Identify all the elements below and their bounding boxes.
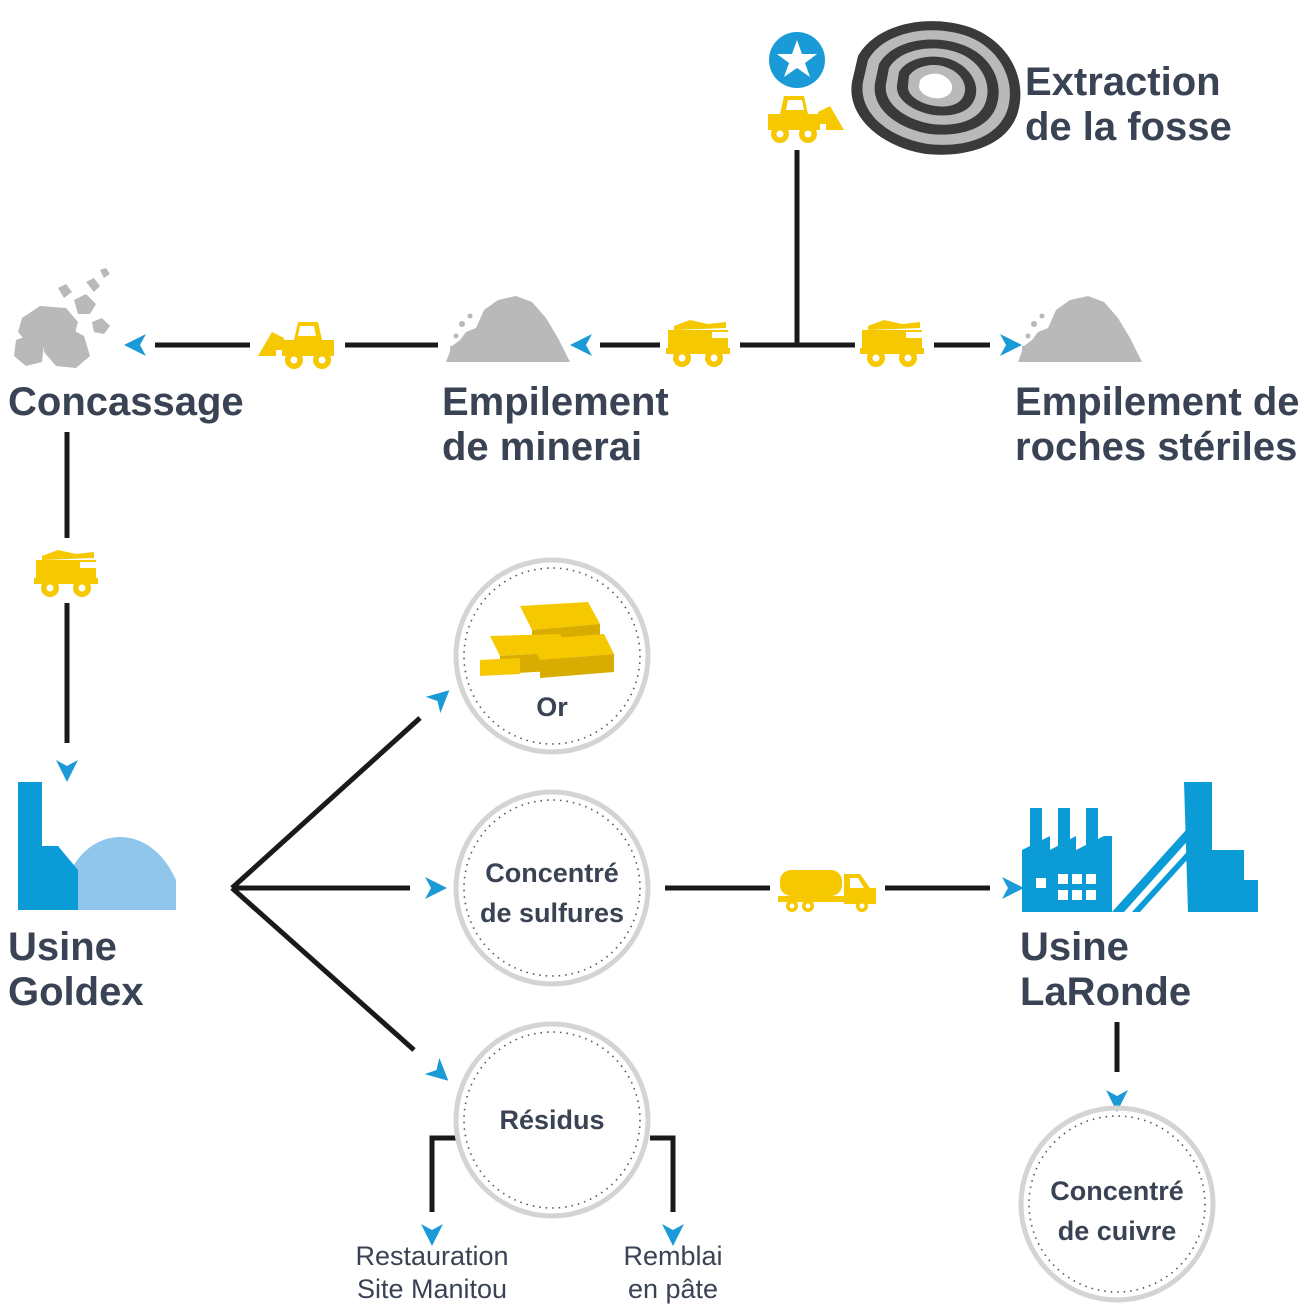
connectors: [64, 150, 1120, 1212]
waste-pile-title-line2: roches stériles: [1015, 425, 1297, 469]
laronde-title-line2: LaRonde: [1020, 970, 1191, 1014]
copper-label-line2: de cuivre: [1058, 1216, 1177, 1246]
mill-icon: [18, 782, 176, 910]
loader-icon: [768, 96, 844, 143]
tanker-icon: [778, 870, 876, 912]
truck-icon: [666, 320, 730, 367]
copper-label-line1: Concentré: [1050, 1176, 1184, 1206]
arrow-down-right-icon: [424, 1057, 456, 1089]
factory-icon: [1022, 782, 1258, 912]
laronde-title-line1: Usine: [1020, 925, 1129, 969]
line-to-residus: [230, 886, 416, 1052]
waste-pile-title-line1: Empilement de: [1015, 380, 1300, 424]
copper-circle: [1018, 1105, 1216, 1303]
crushing-title: Concassage: [8, 380, 244, 424]
goldex-title-line2: Goldex: [8, 970, 144, 1014]
arrow-right-icon: [1002, 877, 1024, 899]
gold-label: Or: [536, 692, 568, 722]
arrow-right-icon: [425, 877, 447, 899]
rock-pile-icon: [1018, 296, 1142, 362]
sulfide-label-line2: de sulfures: [480, 898, 624, 928]
arrow-down-icon: [56, 760, 78, 782]
gold-bars-icon: [480, 602, 614, 678]
arrow-right-icon: [1000, 334, 1022, 356]
line-residus-right: [650, 1135, 676, 1212]
arrow-left-icon: [124, 334, 146, 356]
rock-pile-icon: [446, 296, 570, 362]
sulfide-label-line1: Concentré: [485, 858, 619, 888]
extraction-title-line2: de la fosse: [1025, 105, 1232, 149]
restoration-label-line1: Restauration: [355, 1241, 508, 1271]
tailings-label: Résidus: [499, 1105, 604, 1135]
star-icon: [769, 32, 825, 88]
goldex-title-line1: Usine: [8, 925, 117, 969]
ore-pile-title-line1: Empilement: [442, 380, 669, 424]
crusher-rocks-icon: [14, 268, 110, 368]
paste-fill-label-line1: Remblai: [623, 1241, 722, 1271]
arrow-up-right-icon: [425, 682, 457, 714]
ore-pile-title-line2: de minerai: [442, 425, 642, 469]
line-residus-left: [429, 1135, 456, 1212]
truck-icon: [860, 320, 924, 367]
paste-fill-label-line2: en pâte: [628, 1274, 718, 1304]
truck-icon: [34, 550, 98, 597]
tailings-circle: [453, 1021, 651, 1219]
sulfide-circle: [453, 789, 651, 987]
restoration-label-line2: Site Manitou: [357, 1274, 507, 1304]
extraction-title-line1: Extraction: [1025, 60, 1221, 104]
arrow-left-icon: [570, 334, 592, 356]
pit-icon: [851, 21, 1021, 155]
gold-circle: [453, 557, 651, 755]
loader-icon: [258, 322, 334, 369]
line-to-or: [230, 716, 422, 890]
